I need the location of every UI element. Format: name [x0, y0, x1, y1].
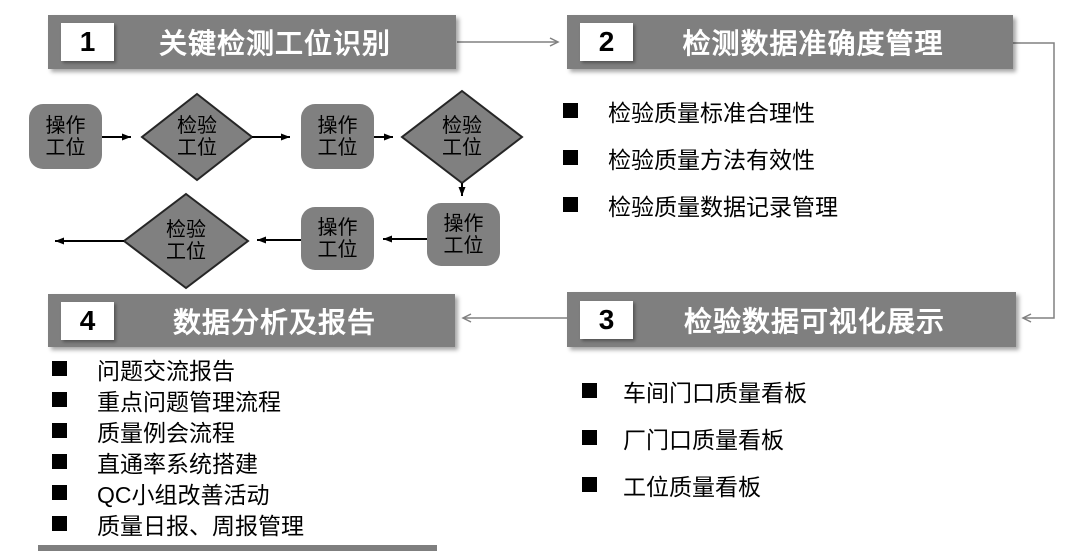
bullet-square-icon — [52, 392, 67, 407]
step-2-header: 2 检测数据准确度管理 — [567, 15, 1013, 69]
list-item: 质量日报、周报管理 — [52, 508, 304, 539]
bullet-square-icon — [52, 485, 67, 500]
bullet-text: 检验质量标准合理性 — [608, 99, 815, 126]
step-2-bullet-list: 检验质量标准合理性 检验质量方法有效性 检验质量数据记录管理 — [563, 87, 838, 228]
flow-label-line: 工位 — [45, 136, 86, 159]
bullet-square-icon — [563, 197, 578, 212]
bullet-square-icon — [52, 423, 67, 438]
flow-label-inspection-3: 检验 工位 — [124, 194, 248, 288]
flow-label-inspection-1: 检验 工位 — [142, 94, 252, 180]
step-1-title: 关键检测工位识别 — [158, 28, 391, 59]
flow-label-line: 检验 — [442, 115, 482, 137]
flow-label-line: 工位 — [166, 241, 206, 263]
bullet-text: 重点问题管理流程 — [97, 388, 281, 415]
flow-label-operation-1: 操作 工位 — [29, 104, 102, 169]
bullet-square-icon — [563, 150, 578, 165]
step-2-number-badge: 2 — [580, 23, 633, 61]
step-4-number-badge: 4 — [61, 301, 114, 340]
step-3-title: 检验数据可视化展示 — [683, 305, 945, 337]
bullet-square-icon — [563, 103, 578, 118]
step-2-title: 检测数据准确度管理 — [682, 28, 944, 59]
bullet-text: 工位质量看板 — [623, 473, 761, 500]
flow-label-inspection-2: 检验 工位 — [402, 91, 522, 183]
bullet-square-icon — [52, 454, 67, 469]
step-3-bullet-list: 车间门口质量看板 厂门口质量看板 工位质量看板 — [582, 367, 807, 508]
list-item: 质量例会流程 — [52, 415, 304, 446]
flow-label-line: 工位 — [442, 137, 482, 159]
flow-label-line: 检验 — [166, 219, 206, 241]
bullet-text: 检验质量方法有效性 — [608, 146, 815, 173]
flow-label-line: 操作 — [45, 114, 86, 137]
flow-label-operation-3: 操作 工位 — [427, 203, 500, 266]
flow-label-operation-2: 操作 工位 — [301, 104, 374, 169]
step-4-title: 数据分析及报告 — [172, 306, 376, 338]
flow-label-line: 工位 — [443, 234, 484, 257]
step-1-number-badge: 1 — [61, 23, 114, 61]
list-item: 工位质量看板 — [582, 461, 807, 508]
step-3-header: 3 检验数据可视化展示 — [567, 292, 1016, 347]
flow-label-line: 工位 — [317, 136, 358, 159]
bottom-divider — [38, 545, 437, 551]
bullet-text: 车间门口质量看板 — [623, 379, 807, 406]
bullet-square-icon — [52, 361, 67, 376]
flow-label-line: 工位 — [177, 137, 217, 159]
list-item: 检验质量方法有效性 — [563, 134, 838, 181]
flow-label-line: 操作 — [317, 114, 358, 137]
list-item: 重点问题管理流程 — [52, 384, 304, 415]
step-4-header: 4 数据分析及报告 — [48, 294, 455, 347]
bullet-text: 问题交流报告 — [97, 357, 235, 384]
step-1-header: 1 关键检测工位识别 — [48, 15, 456, 69]
list-item: 车间门口质量看板 — [582, 367, 807, 414]
list-item: 检验质量数据记录管理 — [563, 181, 838, 228]
list-item: 厂门口质量看板 — [582, 414, 807, 461]
bullet-text: 直通率系统搭建 — [97, 450, 258, 477]
flow-label-line: 检验 — [177, 115, 217, 137]
list-item: 检验质量标准合理性 — [563, 87, 838, 134]
bullet-text: QC小组改善活动 — [97, 481, 270, 508]
connector-arrow-step2-step3 — [1013, 42, 1055, 323]
step-4-bullet-list: 问题交流报告 重点问题管理流程 质量例会流程 直通率系统搭建 QC小组改善活动 … — [52, 353, 304, 539]
bullet-text: 质量日报、周报管理 — [97, 512, 304, 539]
flow-label-line: 操作 — [443, 212, 484, 235]
list-item: 直通率系统搭建 — [52, 446, 304, 477]
flow-label-operation-4: 操作 工位 — [301, 207, 374, 270]
bullet-square-icon — [582, 430, 597, 445]
list-item: QC小组改善活动 — [52, 477, 304, 508]
bullet-text: 检验质量数据记录管理 — [608, 193, 838, 220]
flow-label-line: 工位 — [317, 238, 358, 261]
bullet-square-icon — [52, 516, 67, 531]
list-item: 问题交流报告 — [52, 353, 304, 384]
flow-label-line: 操作 — [317, 216, 358, 239]
bullet-square-icon — [582, 477, 597, 492]
bullet-text: 质量例会流程 — [97, 419, 235, 446]
step-3-number-badge: 3 — [580, 300, 633, 339]
bullet-square-icon — [582, 383, 597, 398]
bullet-text: 厂门口质量看板 — [623, 426, 784, 453]
